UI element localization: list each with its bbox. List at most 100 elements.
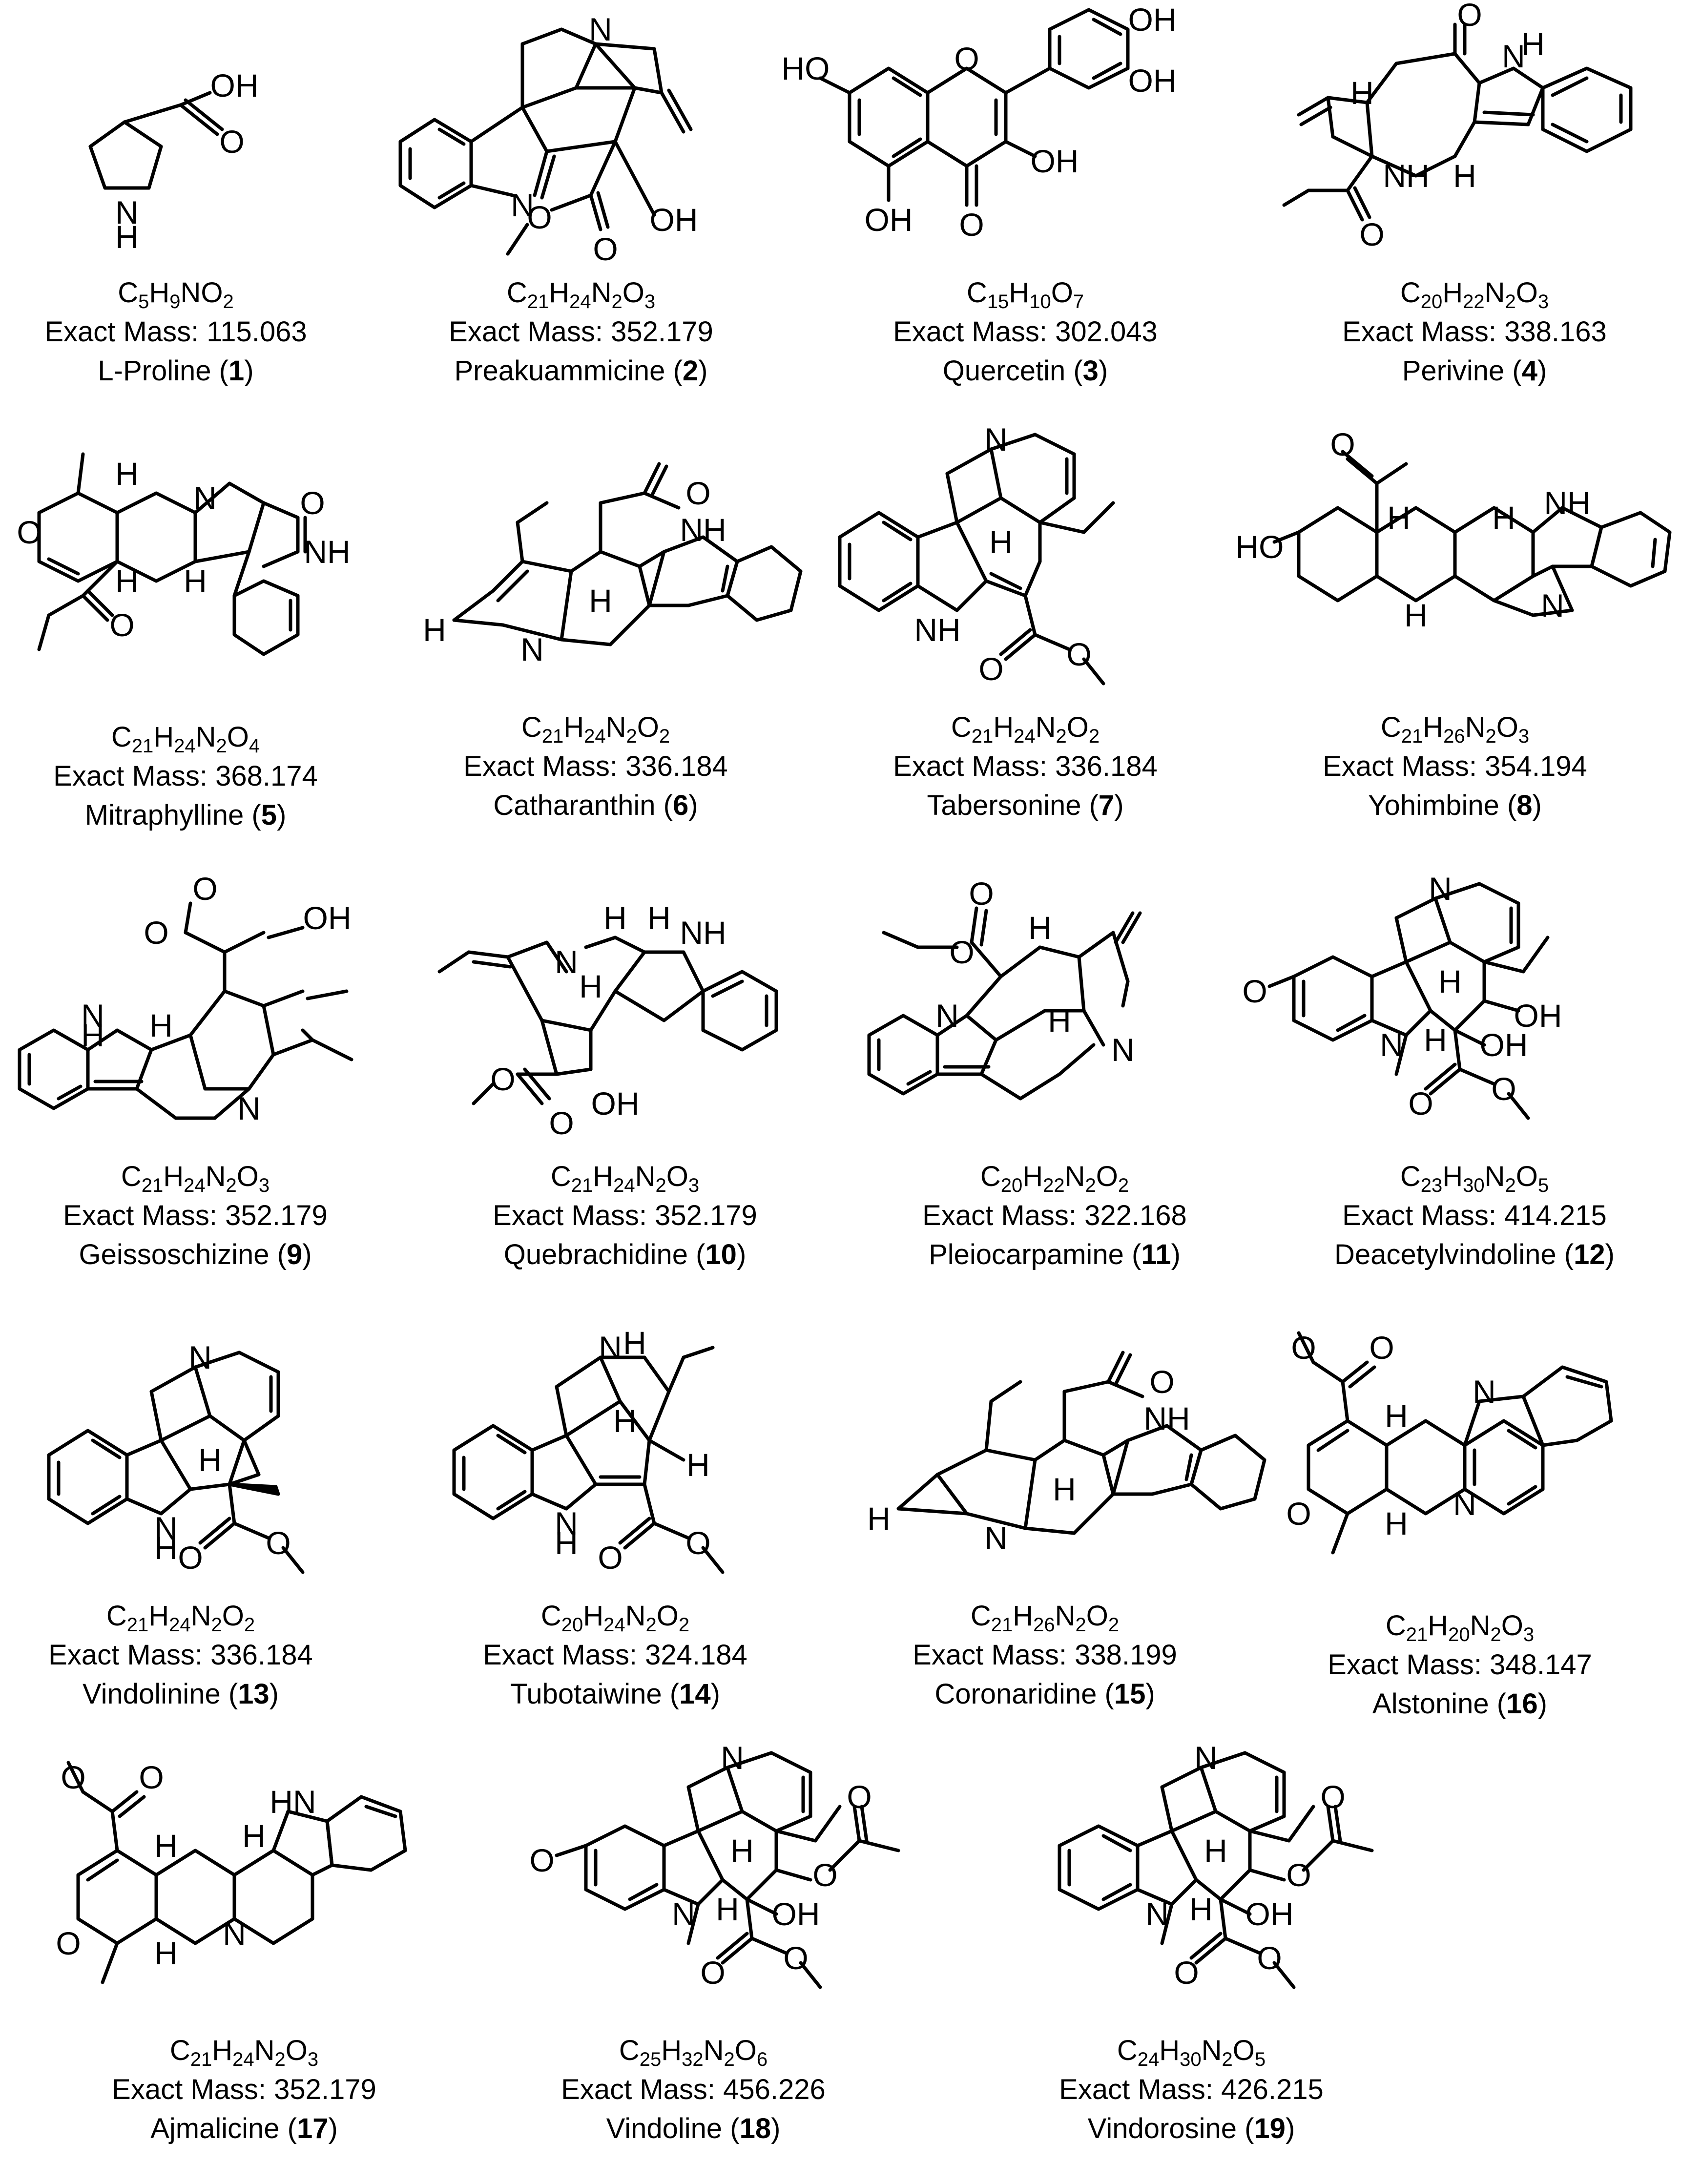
svg-text:H: H <box>1387 499 1411 536</box>
svg-text:H: H <box>1204 1832 1227 1869</box>
compound-number: 7 <box>1098 790 1115 821</box>
molecular-formula: C20H22N2O3 <box>1400 277 1549 312</box>
svg-text:N: N <box>520 631 544 667</box>
svg-text:O: O <box>969 875 994 912</box>
svg-text:O: O <box>978 651 1003 687</box>
svg-text:O: O <box>109 607 134 643</box>
compound-number: 6 <box>672 790 689 821</box>
svg-text:OH: OH <box>772 1896 820 1932</box>
structure-coronaridine: O NH H H N <box>867 1351 1266 1556</box>
exact-mass: Exact Mass: 336.184 <box>48 1639 313 1671</box>
compound-name-text: Yohimbine <box>1368 790 1499 821</box>
compound-name-text: Deacetylvindoline <box>1334 1239 1556 1270</box>
structure-vindorosine: N H N H O O OH O O <box>1058 1740 1374 1991</box>
svg-text:N: N <box>555 1505 578 1541</box>
svg-text:O: O <box>192 871 217 907</box>
svg-text:HO: HO <box>1236 529 1284 565</box>
svg-text:OH: OH <box>650 202 698 238</box>
svg-text:H: H <box>423 612 446 648</box>
svg-text:N: N <box>1111 1032 1135 1068</box>
molecular-formula: C21H20N2O3 <box>1385 1610 1535 1645</box>
svg-text:O: O <box>1286 1496 1311 1532</box>
svg-text:H: H <box>154 1935 178 1971</box>
svg-text:H: H <box>1385 1505 1408 1541</box>
svg-text:OH: OH <box>591 1085 640 1122</box>
svg-text:O: O <box>1491 1071 1516 1107</box>
exact-mass: Exact Mass: 456.226 <box>561 2074 826 2105</box>
molecular-formula: C21H24N2O3 <box>121 1161 270 1196</box>
compound-name: Vindorosine (19) <box>1087 2113 1295 2144</box>
svg-text:H: H <box>115 219 139 255</box>
svg-text:H: H <box>115 456 139 492</box>
compound-name: Perivine (4) <box>1402 355 1547 387</box>
svg-text:O: O <box>685 1525 710 1561</box>
svg-text:OH: OH <box>1514 998 1562 1034</box>
svg-text:N: N <box>115 194 139 230</box>
compound-number: 11 <box>1141 1239 1171 1270</box>
structure-yohimbine: O HO H H H NH N <box>1236 426 1672 633</box>
compound-name-text: Ajmalicine <box>150 2113 280 2144</box>
svg-text:H: H <box>867 1500 891 1537</box>
svg-text:O: O <box>56 1925 81 1961</box>
structure-vindolinine: N H N H O O <box>47 1339 305 1576</box>
svg-text:OH: OH <box>1031 143 1079 179</box>
svg-text:O: O <box>1066 636 1091 672</box>
molecular-formula: C21H24N2O2 <box>521 711 670 747</box>
structure-quercetin: O HO OH O OH OH OH <box>782 1 1177 243</box>
molecular-formula: C20H22N2O2 <box>980 1161 1129 1196</box>
compound-name-text: Perivine <box>1402 355 1505 387</box>
svg-text:HO: HO <box>782 50 830 86</box>
structure-vindoline: N H N H O O O OH O O <box>529 1740 900 1991</box>
svg-text:O: O <box>847 1779 872 1815</box>
compound-name: L-Proline (1) <box>98 355 254 387</box>
compound-number: 15 <box>1114 1678 1146 1710</box>
compound-name-text: L-Proline <box>98 355 211 387</box>
svg-text:N: N <box>1473 1373 1496 1410</box>
structure-l-proline: OH O N H <box>88 67 259 255</box>
exact-mass: Exact Mass: 414.215 <box>1342 1200 1607 1231</box>
svg-text:O: O <box>266 1525 291 1561</box>
svg-text:H: H <box>154 1530 178 1566</box>
svg-text:O: O <box>144 915 168 951</box>
exact-mass: Exact Mass: 426.215 <box>1059 2074 1324 2105</box>
structure-perivine: O N H H NH H O <box>1282 0 1633 252</box>
svg-text:OH: OH <box>1480 1027 1528 1063</box>
svg-text:H: H <box>989 524 1013 560</box>
svg-text:N: N <box>672 1896 695 1932</box>
svg-text:N: N <box>237 1090 261 1126</box>
exact-mass: Exact Mass: 352.179 <box>112 2074 376 2105</box>
exact-mass: Exact Mass: 352.179 <box>63 1200 328 1231</box>
compound-number: 19 <box>1254 2113 1286 2144</box>
svg-text:H: H <box>184 563 207 599</box>
svg-text:N: N <box>511 187 534 223</box>
compound-number: 8 <box>1516 790 1533 821</box>
svg-text:O: O <box>1149 1364 1174 1400</box>
svg-text:N: N <box>1453 1486 1476 1522</box>
structure-pleiocarpamine: N H H N O O <box>867 875 1142 1101</box>
structure-preakuammicine: N N O O OH <box>398 11 698 267</box>
compound-name: Tabersonine (7) <box>927 790 1124 821</box>
svg-text:O: O <box>549 1105 574 1141</box>
svg-text:H: H <box>686 1447 710 1483</box>
molecular-formula: C21H26N2O3 <box>1380 711 1530 747</box>
svg-text:O: O <box>949 934 974 970</box>
structure-tubotaiwine: N H H H N H O O <box>452 1325 725 1576</box>
molecular-formula: C21H24N2O3 <box>169 2035 319 2070</box>
svg-text:H: H <box>1028 910 1052 946</box>
svg-text:N: N <box>984 1520 1008 1556</box>
svg-text:O: O <box>1174 1955 1199 1991</box>
svg-text:O: O <box>1320 1779 1345 1815</box>
compound-name: Coronaridine (15) <box>934 1678 1155 1710</box>
svg-text:N: N <box>81 998 104 1034</box>
